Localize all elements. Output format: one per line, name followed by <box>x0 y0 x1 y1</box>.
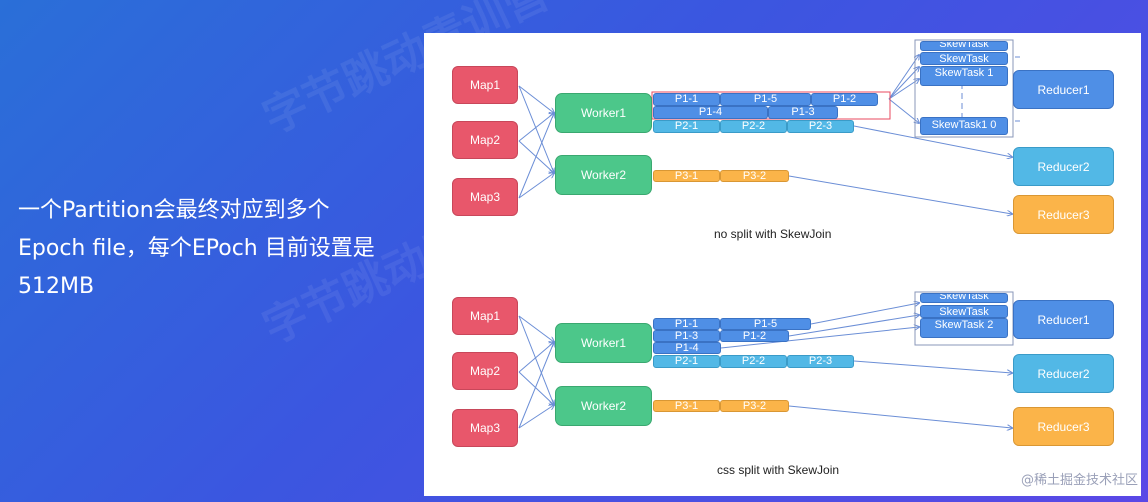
slide-text-line: 一个Partition会最终对应到多个 <box>18 198 330 223</box>
partition-block: P3-2 <box>720 400 789 412</box>
partition-block: P2-1 <box>653 120 720 133</box>
partition-block: P1-2 <box>720 330 789 342</box>
partition-block: P1-5 <box>720 93 811 106</box>
reducer-node: Reducer3 <box>1013 407 1114 446</box>
footer-credit: @稀土掘金技术社区 <box>1020 473 1138 488</box>
skew-task: SkewTask <box>920 41 1008 51</box>
map-node: Map1 <box>452 66 518 104</box>
partition-block: P1-1 <box>653 318 720 330</box>
reducer-node: Reducer2 <box>1013 147 1114 186</box>
partition-block: P1-3 <box>768 106 838 119</box>
reducer-node: Reducer3 <box>1013 195 1114 234</box>
worker-node: Worker2 <box>555 155 652 195</box>
map-node: Map1 <box>452 297 518 335</box>
map-node: Map3 <box>452 178 518 216</box>
partition-block: P1-1 <box>653 93 720 106</box>
diagram-caption: css split with SkewJoin <box>717 463 840 477</box>
skew-task: SkewTask1 0 <box>920 117 1008 135</box>
partition-block: P1-5 <box>720 318 811 330</box>
partition-block: P2-2 <box>720 120 787 133</box>
map-node: Map2 <box>452 352 518 390</box>
skew-task: SkewTask 1 <box>920 66 1008 86</box>
reducer-node: Reducer1 <box>1013 70 1114 109</box>
partition-block: P2-3 <box>787 355 854 368</box>
worker-node: Worker2 <box>555 386 652 426</box>
partition-block: P1-2 <box>811 93 878 106</box>
slide-text: 一个Partition会最终对应到多个 Epoch file，每个EPoch 目… <box>18 192 398 306</box>
map-node: Map2 <box>452 121 518 159</box>
worker-node: Worker1 <box>555 93 652 133</box>
partition-block: P1-4 <box>653 106 768 119</box>
skew-task: SkewTask 2 <box>920 318 1008 338</box>
partition-block: P1-3 <box>653 330 720 342</box>
map-node: Map3 <box>452 409 518 447</box>
partition-block: P2-2 <box>720 355 787 368</box>
partition-block: P1-4 <box>653 342 721 354</box>
reducer-node: Reducer2 <box>1013 354 1114 393</box>
skew-task: SkewTask <box>920 305 1008 318</box>
partition-block: P2-3 <box>787 120 854 133</box>
reducer-node: Reducer1 <box>1013 300 1114 339</box>
diagram-panel: Map1 Map2 Map3 Worker1 Worker2 P1-1 P1-5… <box>424 33 1141 496</box>
partition-block: P3-1 <box>653 170 720 182</box>
partition-block: P3-1 <box>653 400 720 412</box>
skew-task: SkewTask <box>920 52 1008 65</box>
slide-text-line: Epoch file，每个EPoch 目前设置是 <box>18 236 375 261</box>
worker-node: Worker1 <box>555 323 652 363</box>
partition-block: P2-1 <box>653 355 720 368</box>
skew-task: SkewTask <box>920 293 1008 303</box>
highlight-frame <box>651 91 891 120</box>
diagram-caption: no split with SkewJoin <box>714 227 832 241</box>
slide-text-line: 512MB <box>18 274 95 299</box>
partition-block: P3-2 <box>720 170 789 182</box>
